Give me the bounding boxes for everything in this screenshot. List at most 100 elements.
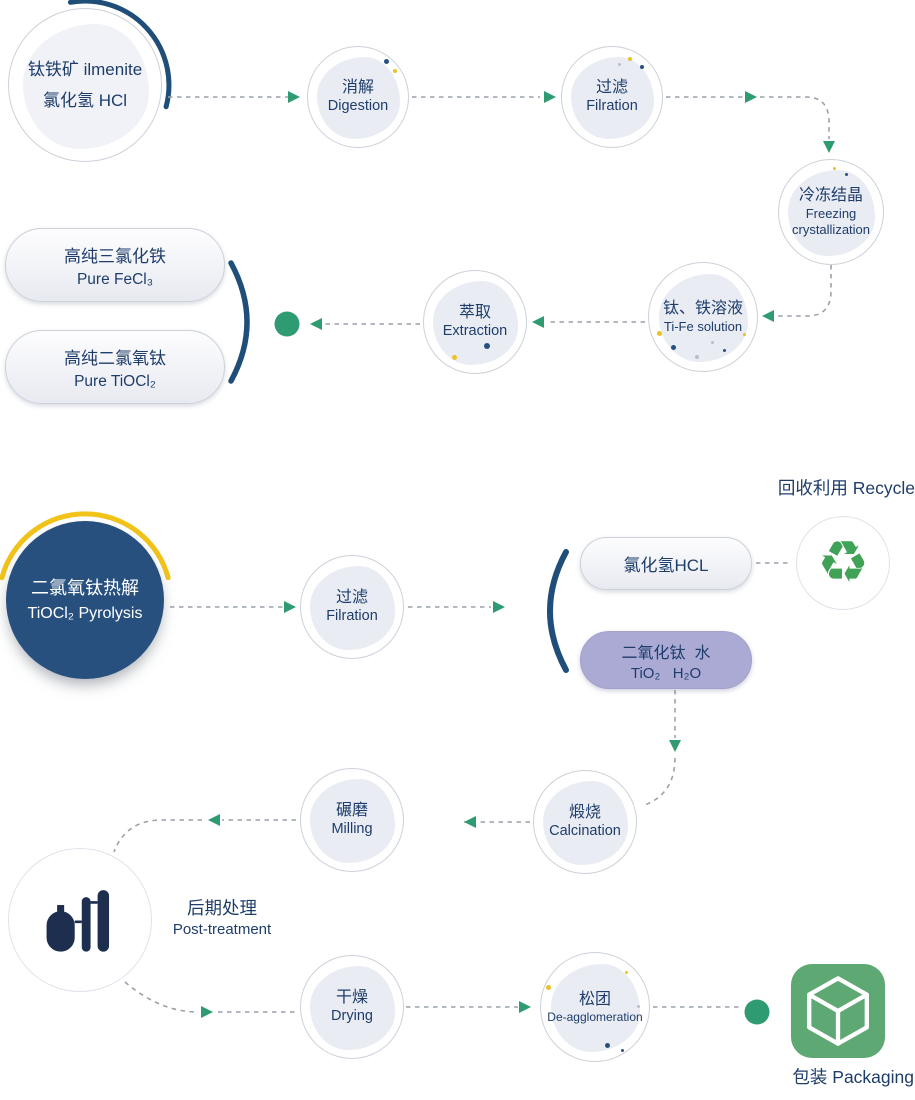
label-en: Post-treatment (172, 920, 272, 938)
arrowhead (762, 310, 774, 322)
recycle-icon: ♻ (817, 530, 869, 595)
label-zh: 氯化氢 HCl (42, 91, 128, 110)
pyrolysis-arc (0, 511, 171, 581)
decorative-dot (605, 1043, 610, 1048)
decorative-dot (621, 1049, 624, 1052)
post-treatment-label: 后期处理 Post-treatment (156, 897, 288, 939)
label-zh: 过滤 (335, 589, 368, 607)
terminal-dots (274, 311, 770, 1025)
arrowhead (823, 141, 835, 153)
node-filtration-2: 过滤 Filration (300, 555, 404, 659)
label-en: Milling (331, 821, 373, 838)
label-zh: 冷冻结晶 (798, 187, 863, 205)
decorative-dot (625, 971, 628, 974)
label-en: Filration (326, 608, 378, 625)
decorative-dot (618, 63, 621, 66)
blob (310, 566, 395, 650)
blob (571, 57, 654, 139)
label-zh: 后期处理 (187, 898, 257, 918)
decorative-dot (546, 985, 551, 990)
arrowhead (519, 1001, 531, 1013)
node-filtration-1: 过滤 Filration (561, 46, 663, 148)
decorative-dot (711, 341, 714, 344)
node-de-agglomeration: 松团 De-agglomeration (540, 952, 650, 1062)
dashed-connectors (113, 96, 832, 1013)
arrowhead (310, 318, 322, 330)
node-digestion: 消解 Digestion (307, 46, 409, 148)
connector (760, 96, 830, 139)
label-en: Drying (331, 1008, 373, 1025)
label-zh: 钛、铁溶液 (662, 300, 743, 318)
decorative-dot (833, 167, 836, 170)
output-bracket (228, 260, 250, 384)
decorative-dot (671, 345, 676, 350)
blob (788, 170, 875, 256)
decorative-dot (845, 173, 848, 176)
collector-dot (274, 311, 300, 337)
label: 包装 Packaging (792, 1067, 914, 1087)
post-treatment-icon (46, 890, 110, 952)
label-zh: 二氧化钛 水 (621, 644, 711, 662)
decorative-dot (695, 355, 699, 359)
connector (124, 981, 199, 1013)
arrowhead (532, 316, 544, 328)
node-post-treatment (8, 848, 152, 992)
label-zh: 过滤 (595, 79, 628, 97)
decorative-dot (657, 331, 662, 336)
arrowhead (284, 601, 296, 613)
input-bracket (547, 549, 569, 673)
label-en: Filration (586, 98, 638, 115)
pill-tio2-water-output: 二氧化钛 水 TiO₂ H₂O (580, 631, 752, 689)
label-zh: 二氯氧钛热解 (31, 578, 139, 599)
decorative-dot (743, 333, 746, 336)
label-zh: 干燥 (335, 989, 368, 1007)
label-en: Ti-Fe solution (663, 319, 743, 335)
decorative-dot (637, 1005, 640, 1008)
label-en: Pure TiOCl₂ (74, 372, 156, 390)
label-zh: 煅烧 (568, 804, 601, 822)
label-zh: 高纯三氯化铁 (64, 246, 166, 266)
arrowhead (669, 740, 681, 752)
connector (641, 757, 676, 807)
label-en: Pure FeCl₃ (76, 270, 154, 288)
label-en: crystallization (791, 222, 871, 237)
label-en: Extraction (442, 323, 508, 340)
recycle-label: 回收利用 Recycle (735, 477, 915, 501)
arrowheads (201, 91, 835, 1018)
label-en: TiOCl₂ Pyrolysis (27, 604, 143, 622)
node-pyrolysis: 二氯氧钛热解 TiOCl₂ Pyrolysis (6, 521, 164, 679)
node-milling: 碾磨 Milling (300, 768, 404, 872)
node-freezing-crystallization: 冷冻结晶 Freezing crystallization (778, 159, 884, 265)
node-calcination: 煅烧 Calcination (533, 770, 637, 874)
blob (22, 24, 149, 149)
package-icon (790, 963, 886, 1059)
decorative-dot (452, 355, 457, 360)
pill-pure-fecl3: 高纯三氯化铁 Pure FeCl₃ (5, 228, 225, 302)
label-en: Digestion (327, 98, 389, 115)
pill-hcl-output: 氯化氢HCL (580, 537, 752, 590)
connector (776, 265, 832, 317)
label-zh: 高纯二氯氧钛 (64, 348, 166, 368)
arrowhead (208, 814, 220, 826)
decorative-arcs (0, 0, 569, 673)
label: 回收利用 Recycle (777, 478, 915, 498)
label-zh: 碾磨 (335, 802, 368, 820)
label-en: De-agglomeration (547, 1009, 643, 1024)
label-en: TiO₂ H₂O (630, 664, 702, 682)
node-ti-fe-solution: 钛、铁溶液 Ti-Fe solution (648, 262, 758, 372)
pill-pure-tiocl2: 高纯二氯氧钛 Pure TiOCl₂ (5, 330, 225, 404)
label-en: Calcination (549, 823, 621, 840)
blob (317, 57, 400, 139)
arrowhead (464, 816, 476, 828)
decorative-dot (723, 349, 726, 352)
blob (310, 779, 395, 863)
packaging-label: 包装 Packaging (758, 1066, 914, 1090)
decorative-dot (393, 69, 397, 73)
blob (550, 963, 641, 1053)
decorative-dot (628, 57, 632, 61)
arrowhead (493, 601, 505, 613)
label-zh: 松团 (578, 990, 611, 1008)
arrowhead (745, 91, 757, 103)
